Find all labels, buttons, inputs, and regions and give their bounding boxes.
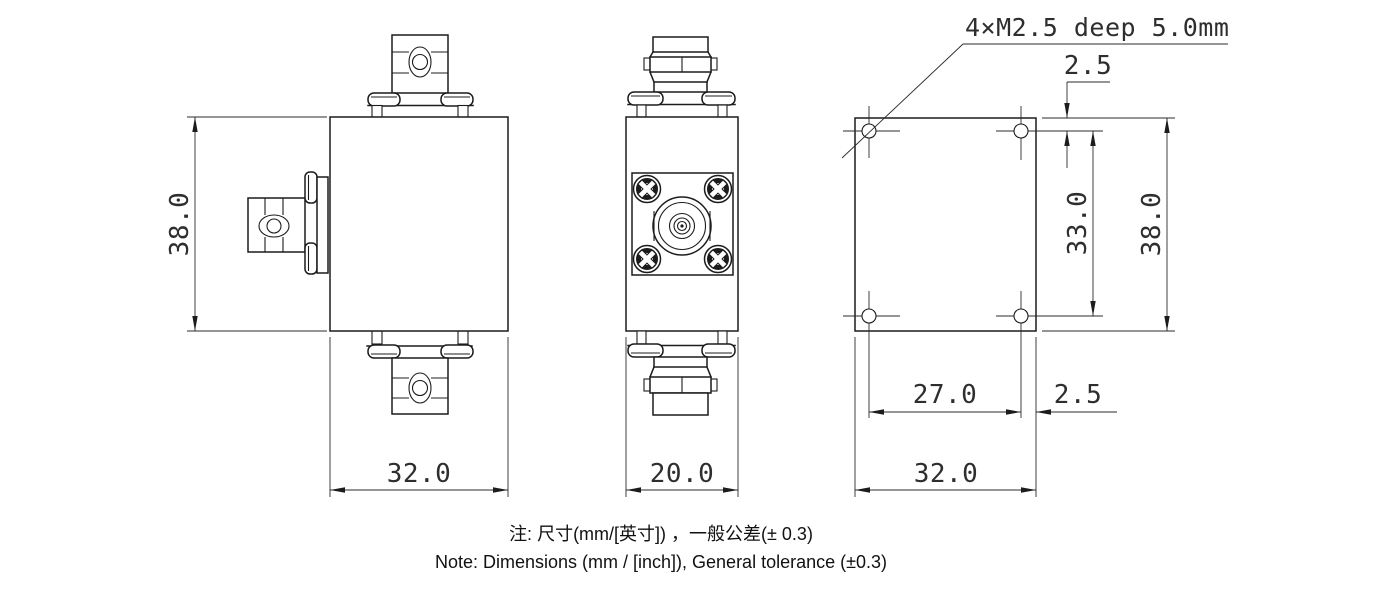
dim-hole-offset-right-label: 2.5 — [1054, 380, 1102, 410]
front-view-bottom-connector — [627, 330, 736, 416]
phillips-screw — [703, 244, 733, 274]
coupling-nut — [367, 92, 401, 107]
dim-hole-spacing-horizontal-label: 27.0 — [913, 380, 978, 410]
phillips-screw — [632, 244, 662, 274]
side-view-left-connector — [247, 171, 329, 275]
dim-plate-height-label: 38.0 — [1137, 192, 1167, 257]
thread-callout: 4×M2.5 deep 5.0mm — [841, 13, 1229, 159]
coupling-nut — [367, 344, 401, 359]
front-view-top-connector — [627, 36, 736, 118]
hole-pattern-view: 2.5 33.0 38.0 27.0 2.5 32.0 4×M2.5 deep — [841, 13, 1229, 497]
leader-arrow — [884, 105, 898, 118]
dim-hole-offset-top-label: 2.5 — [1064, 51, 1112, 81]
dim-plate-width-label: 32.0 — [914, 459, 979, 489]
phillips-screw — [632, 174, 662, 204]
drawing-notes: 注: 尺寸(mm/[英寸]) ，一般公差(± 0.3) Note: Dimens… — [435, 524, 887, 572]
coupling-nut — [304, 171, 318, 204]
thread-callout-label: 4×M2.5 deep 5.0mm — [965, 13, 1229, 42]
side-view-top-connector — [367, 34, 474, 118]
dim-side-height: 38.0 — [165, 116, 327, 332]
phillips-screw — [703, 174, 733, 204]
coupling-nut — [440, 344, 474, 359]
bayonet-lug — [408, 372, 432, 404]
connector-barrel — [391, 357, 449, 415]
dim-front-width-label: 20.0 — [650, 459, 715, 489]
bayonet-lug — [408, 46, 432, 78]
mounting-plate — [854, 117, 1037, 332]
note-line-en: Note: Dimensions (mm / [inch]), General … — [435, 552, 887, 572]
front-view: 20.0 — [625, 36, 739, 497]
coupling-nut — [701, 343, 736, 358]
dim-hole-offset-right: 2.5 — [1036, 380, 1117, 415]
dim-hole-spacing-vertical: 33.0 — [1063, 131, 1096, 316]
dim-plate-width: 32.0 — [855, 459, 1036, 493]
connector-flange — [316, 176, 329, 274]
mounting-hole-top-right — [996, 106, 1103, 160]
coupling-nut — [304, 242, 318, 275]
dim-side-width-label: 32.0 — [387, 459, 452, 489]
front-view-flange — [631, 172, 734, 276]
side-view: 38.0 32.0 — [165, 34, 509, 497]
mounting-hole-bottom-left — [843, 291, 900, 418]
dim-side-width: 32.0 — [329, 337, 509, 497]
dim-side-height-label: 38.0 — [165, 192, 195, 257]
note-line-zh: 注: 尺寸(mm/[英寸]) ，一般公差(± 0.3) — [509, 524, 813, 544]
side-view-body — [329, 116, 509, 332]
side-view-bottom-connector — [366, 330, 474, 415]
dim-hole-spacing-horizontal: 27.0 — [869, 380, 1021, 415]
bayonet-lug — [258, 214, 290, 238]
dim-front-width: 20.0 — [625, 337, 739, 497]
coupling-nut — [701, 91, 736, 106]
coupling-nut — [440, 92, 474, 107]
dim-hole-spacing-vertical-label: 33.0 — [1063, 191, 1093, 256]
dim-plate-height: 38.0 — [1137, 118, 1170, 331]
coupling-nut — [627, 343, 664, 358]
coupling-nut — [627, 91, 664, 106]
center-jack — [652, 196, 712, 256]
dim-hole-offset-top: 2.5 — [1064, 51, 1112, 168]
mounting-hole-bottom-right — [996, 291, 1103, 418]
leader-arrow — [850, 138, 863, 151]
